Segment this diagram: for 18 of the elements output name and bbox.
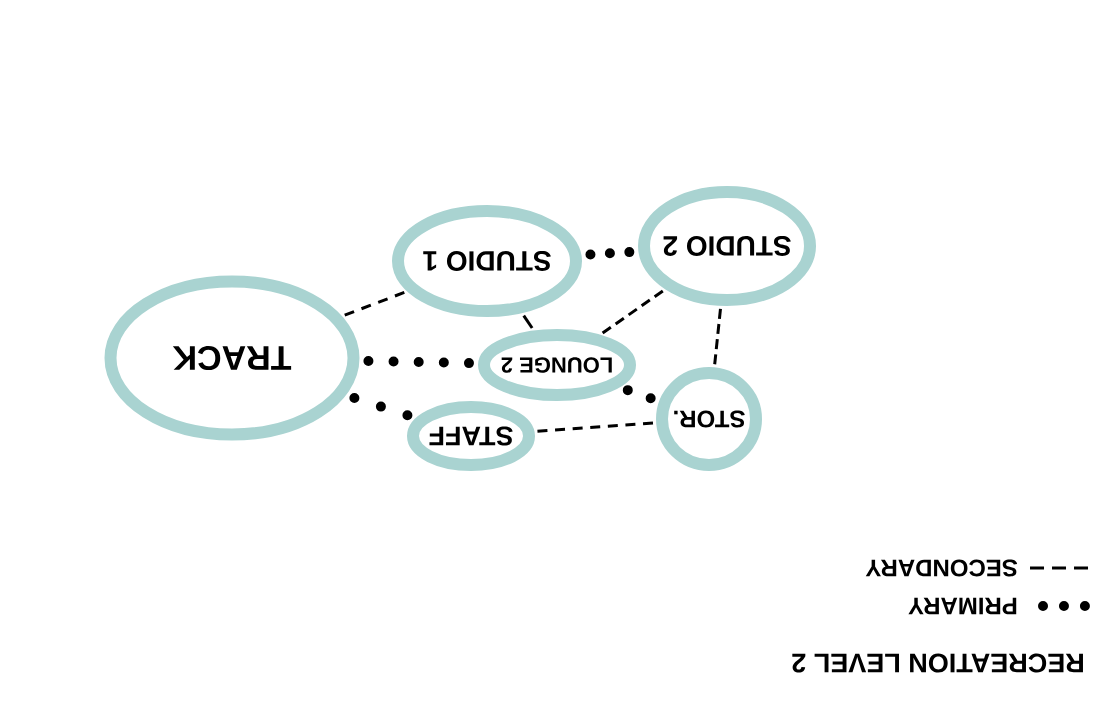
room-bubble: TRACK xyxy=(104,275,360,441)
dashed-line xyxy=(522,314,534,329)
dotted-line xyxy=(363,355,475,369)
dotted-line xyxy=(622,385,656,404)
room-bubble: STAFF xyxy=(407,401,535,471)
room-bubble: STUDIO 1 xyxy=(392,205,582,317)
dashed-line xyxy=(344,291,405,317)
room-bubble: STOR. xyxy=(656,367,762,471)
dashed-line xyxy=(537,421,654,433)
dashed-line xyxy=(713,308,722,365)
dotted-line xyxy=(349,392,413,421)
dotted-line xyxy=(585,247,635,260)
dashed-line xyxy=(601,289,664,335)
legend-label: SECONDARY xyxy=(865,559,1018,577)
room-bubble: STUDIO 2 xyxy=(638,186,816,306)
legend-label: PRIMARY xyxy=(908,597,1017,615)
title: RECREATION LEVEL 2 xyxy=(792,653,1083,673)
room-bubble: LOUNGE 2 xyxy=(478,329,636,401)
